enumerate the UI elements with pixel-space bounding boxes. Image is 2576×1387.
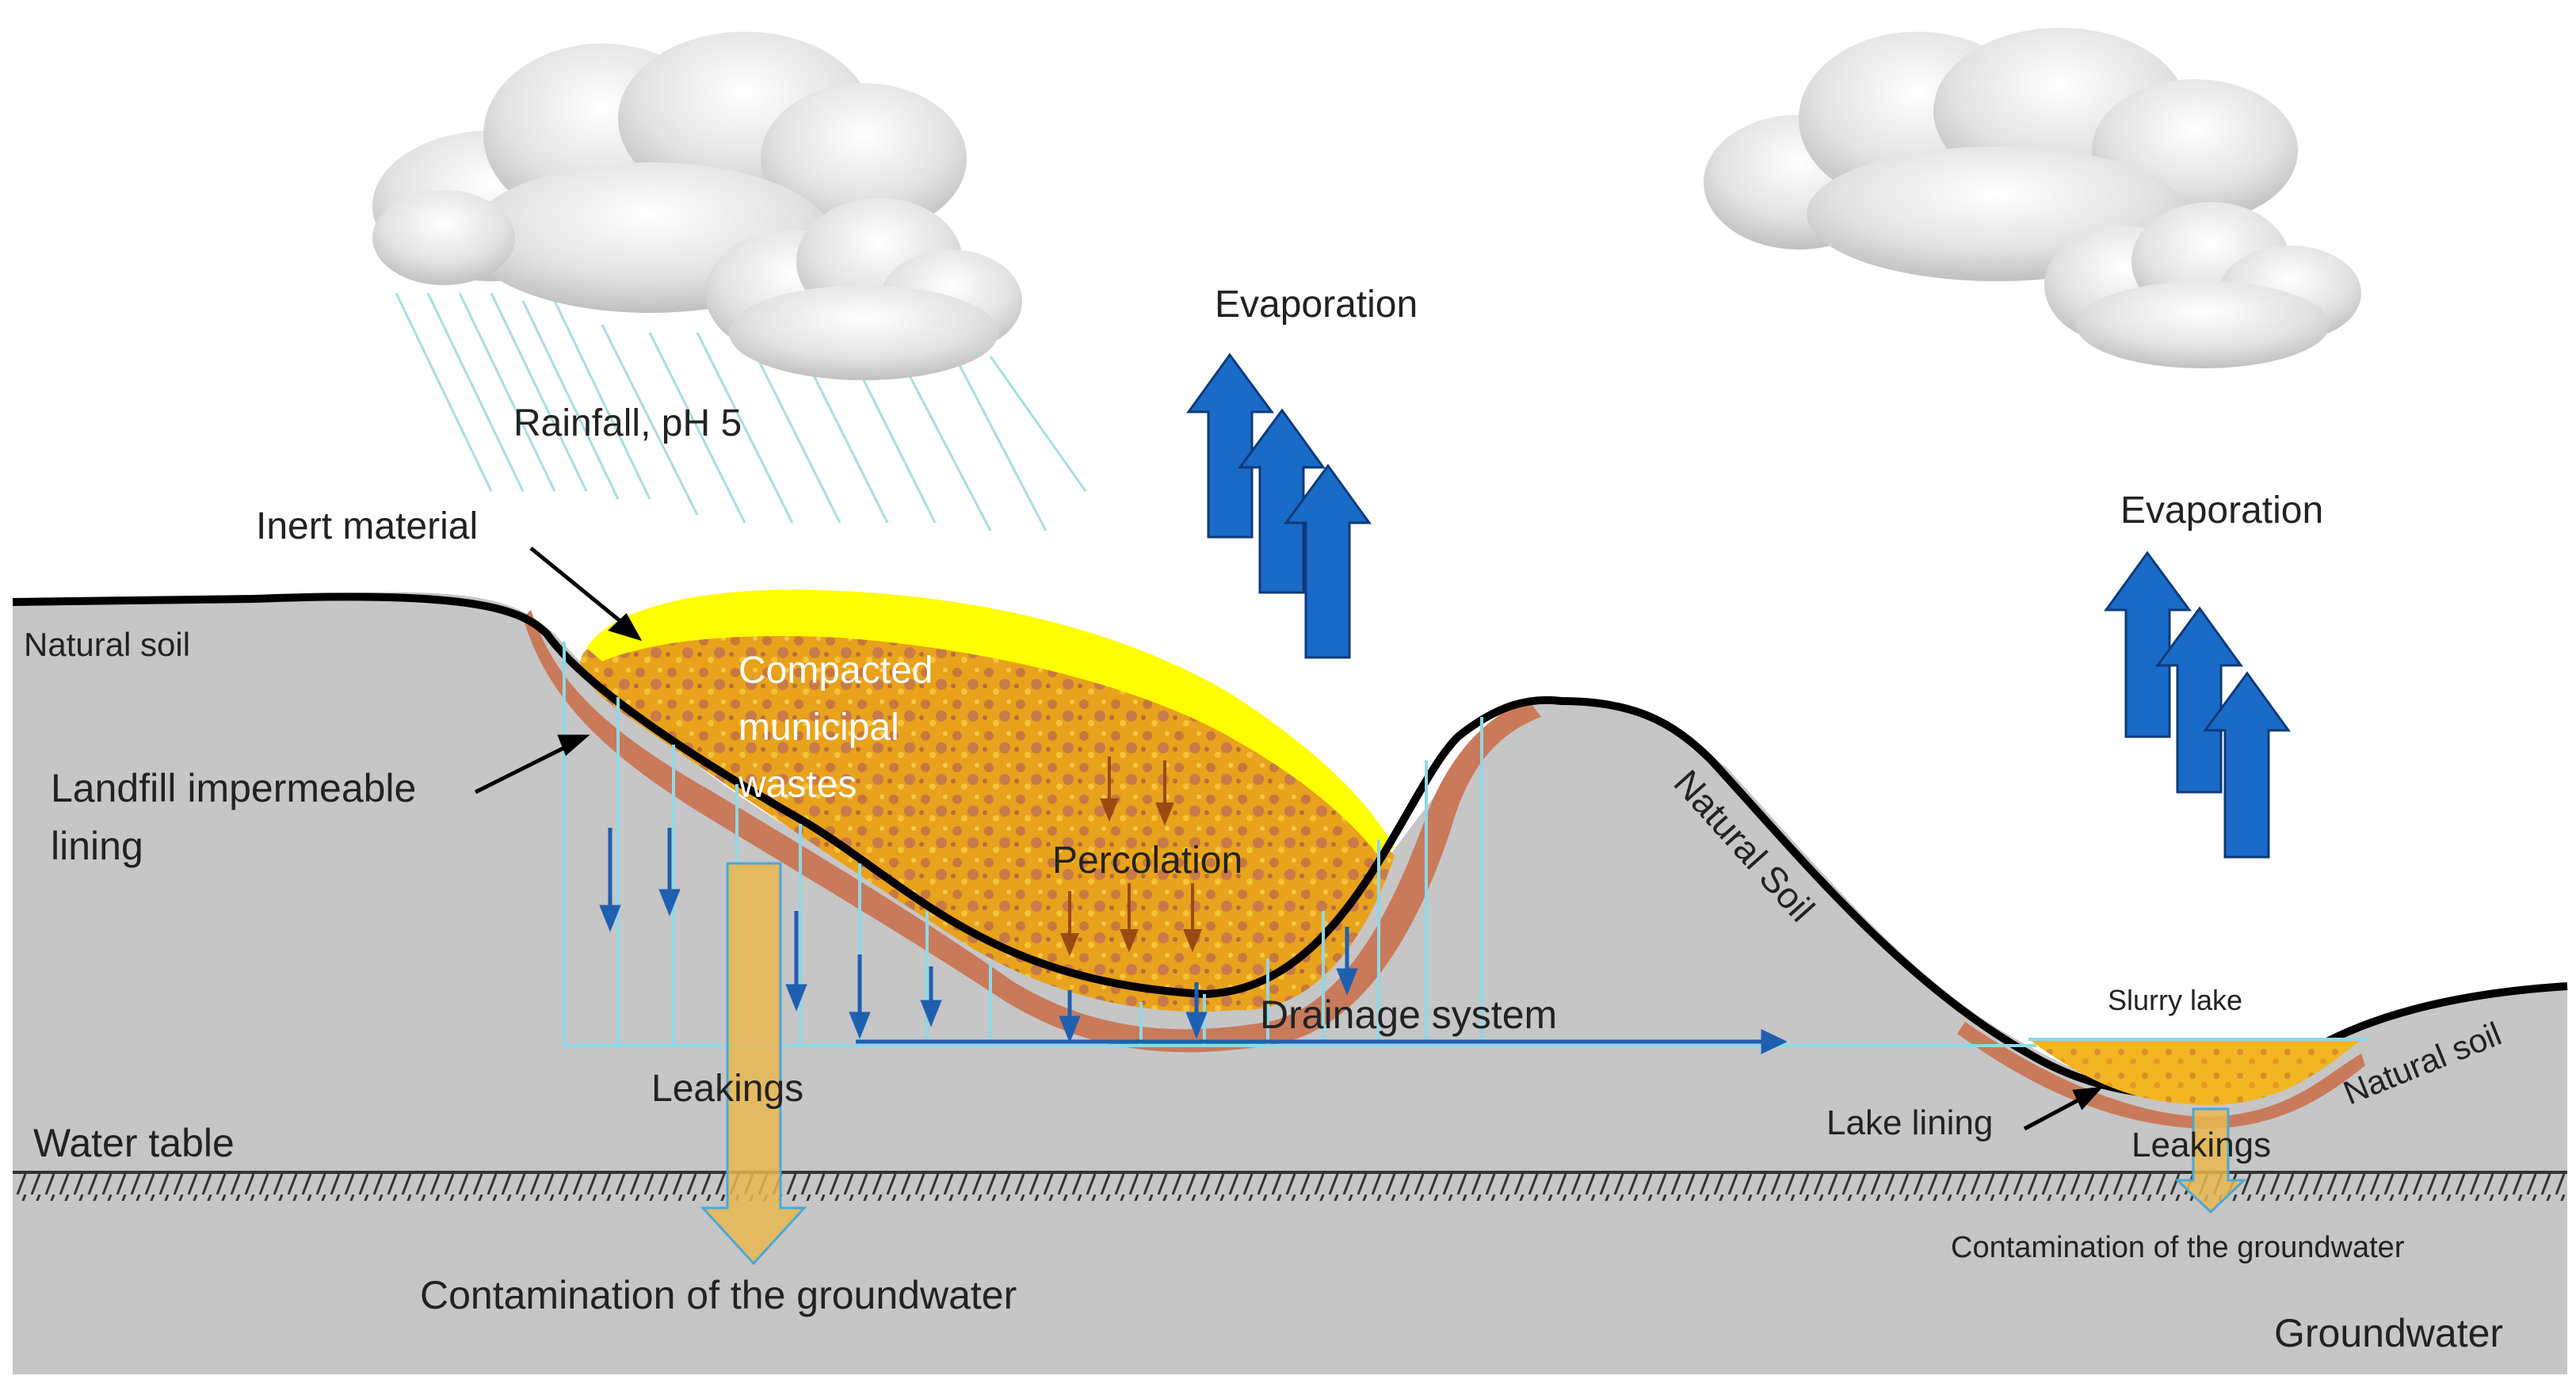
evaporation-arrow	[1186, 352, 1274, 539]
evaporation-arrow	[2104, 551, 2192, 738]
percolation-arrows	[1060, 756, 1202, 957]
cloud-right-large	[1704, 28, 2298, 281]
slurry-lake	[2028, 1039, 2361, 1105]
wastes-label-line2: municipal	[738, 707, 899, 749]
percolation-label: Percolation	[1052, 840, 1242, 882]
leakings-left-label: Leakings	[651, 1068, 803, 1110]
leak-arrow-right	[2174, 1107, 2247, 1214]
natural-soil-left-label: Natural soil	[24, 626, 190, 663]
pointer-lines	[474, 547, 2104, 1131]
landfill-lining-label-line2: lining	[51, 824, 143, 868]
evaporation-arrows-right	[2104, 551, 2291, 859]
drainage-arrowhead	[1761, 1029, 1788, 1054]
wastes-label-line3: wastes	[738, 764, 857, 806]
cloud-right-small	[2044, 202, 2361, 368]
water-table-label: Water table	[33, 1121, 235, 1165]
lake-lining	[1957, 1022, 2365, 1129]
drainage-flow-arrows	[599, 828, 1788, 1054]
inert-material-label: Inert material	[256, 505, 478, 547]
evaporation-arrows-left	[1186, 352, 1372, 659]
inert-pointer-head	[608, 612, 643, 642]
contamination-left-label: Contamination of the groundwater	[420, 1273, 1017, 1317]
rainfall-label: Rainfall, pH 5	[513, 402, 742, 444]
leak-arrow-left	[700, 862, 807, 1266]
drainage-system-label: Drainage system	[1260, 993, 1557, 1037]
evaporation-label-right: Evaporation	[2120, 490, 2323, 532]
cloud-left-small	[705, 198, 1022, 380]
landfill-lining-label-line1: Landfill impermeable	[51, 766, 416, 810]
groundwater-label: Groundwater	[2274, 1311, 2503, 1355]
lining-pointer-head	[557, 734, 590, 756]
evaporation-arrow	[2203, 671, 2291, 859]
leakings-right-label: Leakings	[2131, 1126, 2271, 1164]
evaporation-arrow	[1238, 408, 1326, 594]
evaporation-arrow	[2155, 606, 2243, 794]
evaporation-arrow	[1284, 463, 1372, 659]
lake-lining-pointer-head	[2072, 1086, 2104, 1111]
lake-lining-label: Lake lining	[1826, 1103, 1993, 1142]
wastes-label-line1: Compacted	[738, 650, 933, 692]
slurry-lake-label: Slurry lake	[2108, 984, 2242, 1016]
evaporation-label-left: Evaporation	[1215, 284, 1418, 326]
inert-material-cap	[586, 589, 1395, 855]
water-table-hatch	[13, 1172, 2567, 1201]
contamination-right-label: Contamination of the groundwater	[1951, 1231, 2405, 1264]
drainage-system	[563, 642, 2036, 1047]
